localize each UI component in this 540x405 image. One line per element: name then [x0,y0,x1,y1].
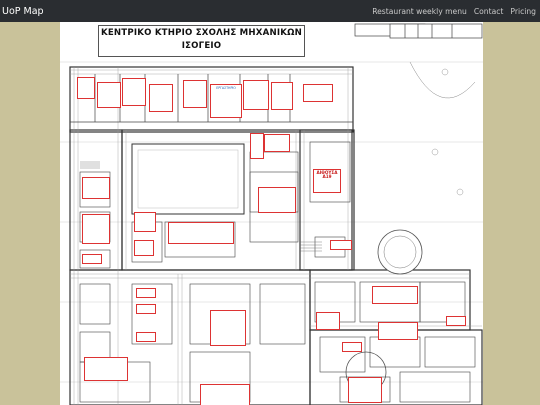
floorplan-title-line1: ΚΕΝΤΡΙΚΟ ΚΤΗΡΙΟ ΣΧΟΛΗΣ ΜΗΧΑΝΙΚΩΝ [100,28,303,38]
hall-room-label[interactable]: ΑΙΘΟΥΣΑ Α19 [313,169,341,193]
lab-room-label[interactable]: ΕΡΓΑΣΤΗΡΙΟ [210,84,242,118]
room-label[interactable] [149,84,173,112]
room-label[interactable] [258,187,296,213]
room-label[interactable] [316,312,340,330]
room-label[interactable] [348,377,382,403]
room-label[interactable] [77,77,95,99]
room-label[interactable] [303,84,333,102]
nav-link-pricing[interactable]: Pricing [510,6,536,16]
room-label[interactable] [84,357,128,381]
room-label[interactable] [378,322,418,340]
room-label[interactable] [372,286,418,304]
room-label[interactable] [97,82,121,108]
room-label[interactable] [82,177,110,199]
floorplan-title-line2: ΙΣΟΓΕΙΟ [181,41,222,51]
nav-link-contact[interactable]: Contact [473,6,504,16]
room-label[interactable] [342,342,362,352]
room-label[interactable] [82,254,102,264]
nav-links: Restaurant weekly menu Contact Pricing [372,7,540,16]
room-label[interactable] [183,80,207,108]
room-label[interactable] [210,310,246,346]
hall-room-label-text: ΑΙΘΟΥΣΑ Α19 [316,170,338,179]
room-label[interactable] [134,212,156,232]
room-label[interactable] [446,316,466,326]
room-label[interactable] [168,222,234,244]
room-label[interactable] [264,134,290,152]
room-label[interactable] [250,133,264,159]
floorplan-title: ΚΕΝΤΡΙΚΟ ΚΤΗΡΙΟ ΣΧΟΛΗΣ ΜΗΧΑΝΙΚΩΝ ΙΣΟΓΕΙΟ [98,25,305,57]
nav-link-restaurant-menu[interactable]: Restaurant weekly menu [372,6,467,16]
floor-plan-image[interactable]: ΚΕΝΤΡΙΚΟ ΚΤΗΡΙΟ ΣΧΟΛΗΣ ΜΗΧΑΝΙΚΩΝ ΙΣΟΓΕΙΟ… [60,22,483,405]
room-label[interactable] [200,384,250,405]
room-label[interactable] [243,80,269,110]
room-label[interactable] [330,240,352,250]
lab-room-label-text: ΕΡΓΑΣΤΗΡΙΟ [216,86,236,90]
room-label[interactable] [271,82,293,110]
right-margin [483,22,540,405]
left-margin [0,22,60,405]
room-label[interactable] [122,78,146,106]
top-navbar: UoP Map Restaurant weekly menu Contact P… [0,0,540,22]
room-label[interactable] [136,304,156,314]
room-label[interactable] [136,332,156,342]
brand-logo[interactable]: UoP Map [2,5,44,17]
room-label[interactable] [82,214,110,244]
room-label[interactable] [136,288,156,298]
room-label[interactable] [134,240,154,256]
